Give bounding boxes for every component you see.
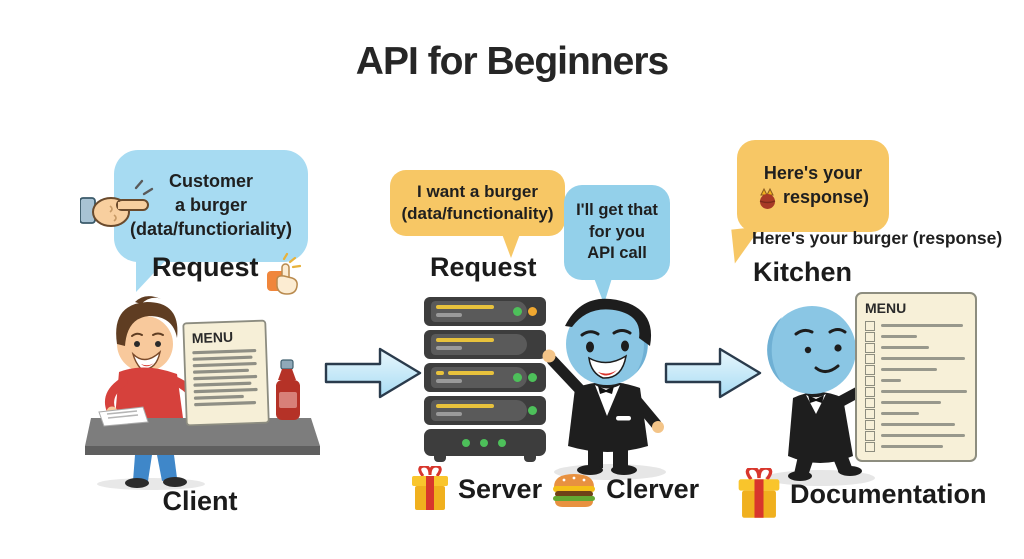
response-bubble: Here's your response) xyxy=(731,140,889,264)
burger-bag-icon xyxy=(759,187,776,209)
burger-icon xyxy=(553,474,596,507)
clerver-label: Clerver xyxy=(606,473,700,504)
client-legs xyxy=(133,455,152,481)
menu-title: MENU xyxy=(865,300,907,316)
pointing-hand-icon xyxy=(80,179,154,227)
rack-unit xyxy=(424,396,546,425)
click-tap-icon xyxy=(266,252,301,295)
gift-icon xyxy=(738,468,780,518)
bubble-text: a burger xyxy=(174,195,248,216)
bubble-tail xyxy=(594,278,612,304)
rack-unit xyxy=(424,297,546,326)
bubble-text: Here's your xyxy=(763,163,863,184)
server-label-row: Server Clerver xyxy=(410,466,699,512)
flow-arrow-2 xyxy=(664,347,762,399)
documentation-menu: MENU xyxy=(855,292,977,462)
waiter-illustration xyxy=(542,298,666,480)
documentation-figure xyxy=(765,306,875,486)
waiter-tuxedo xyxy=(568,382,648,452)
client-hair xyxy=(116,302,178,346)
server-rack xyxy=(424,297,546,462)
menu-document: MENU xyxy=(182,319,270,427)
flow-arrow-1 xyxy=(324,347,422,399)
figure-tuxedo xyxy=(788,392,853,463)
rack-unit xyxy=(424,330,546,359)
client-smile xyxy=(131,349,162,370)
bubble-text: (data/functionality) xyxy=(401,204,554,223)
table-top xyxy=(85,418,320,446)
bubble-text: API call xyxy=(587,244,647,263)
page-title: API for Beginners xyxy=(355,40,669,83)
kitchen-label: Kitchen xyxy=(753,257,853,287)
ketchup-bottle xyxy=(276,359,300,420)
waiter-head xyxy=(566,303,648,385)
figure-smile xyxy=(814,364,840,373)
bow-tie xyxy=(808,395,824,403)
client-shirt xyxy=(115,367,183,418)
bubble-tail xyxy=(136,260,166,292)
client-label: Client xyxy=(162,486,238,516)
rack-unit xyxy=(424,363,546,392)
figure-head xyxy=(768,306,856,394)
server-request-bubble: I want a burger (data/functionality) xyxy=(390,170,565,258)
gift-icon xyxy=(412,466,448,510)
response-caption: Here's your burger (response) xyxy=(752,228,1003,248)
request-label: Request xyxy=(152,252,259,282)
waiter-smile xyxy=(588,354,628,379)
bubble-tail xyxy=(502,234,520,258)
bubble-text: for you xyxy=(589,222,645,241)
server-request-label: Request xyxy=(430,252,537,282)
client-illustration: MENU xyxy=(85,296,320,490)
menu-title: MENU xyxy=(192,329,234,346)
documentation-label: Documentation xyxy=(790,478,987,509)
bubble-text: (data/functioriality) xyxy=(129,218,292,239)
waiter-speech-bubble: I'll get that for you API call xyxy=(564,185,670,304)
bubble-text: Customer xyxy=(168,171,253,192)
rack-base xyxy=(424,429,546,462)
bow-tie xyxy=(598,386,614,394)
bubble-text: I want a burger xyxy=(417,181,538,201)
documentation-row: Documentation xyxy=(736,468,987,520)
client-request-row: Request xyxy=(152,252,301,298)
bubble-text: I'll get that xyxy=(576,200,658,219)
bubble-text: response) xyxy=(782,187,870,207)
waiter-hair xyxy=(565,298,652,346)
server-label: Server xyxy=(458,473,543,504)
table-edge xyxy=(85,446,320,455)
